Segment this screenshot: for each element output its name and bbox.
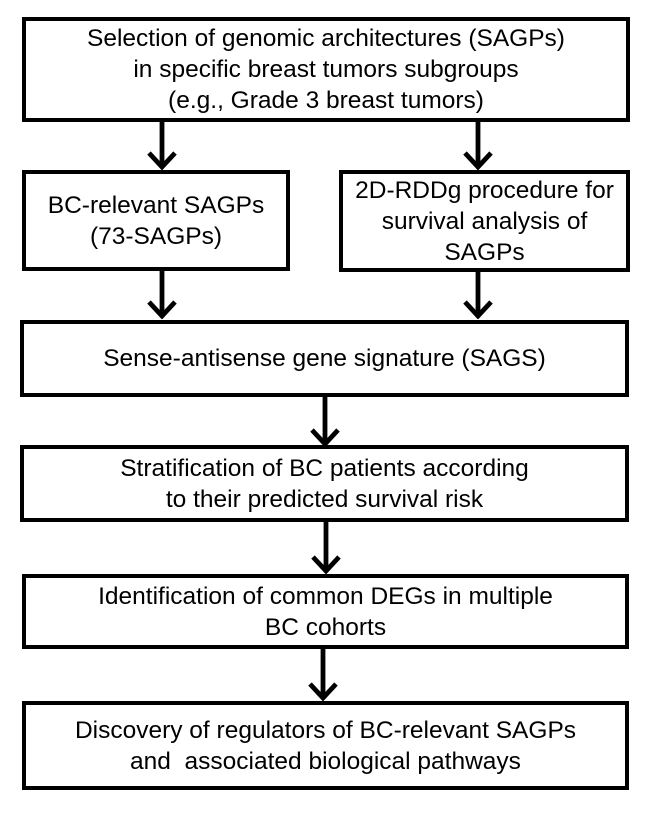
arrow-down-icon bbox=[463, 122, 493, 170]
flow-box-common-degs: Identification of common DEGs in multipl… bbox=[22, 574, 629, 649]
flow-box-sags-signature: Sense-antisense gene signature (SAGS) bbox=[20, 320, 629, 397]
arrow-down-icon bbox=[308, 649, 338, 701]
flow-box-bc-relevant-sagps: BC-relevant SAGPs (73-SAGPs) bbox=[22, 170, 290, 271]
flow-box-selection-sagps: Selection of genomic architectures (SAGP… bbox=[22, 17, 630, 122]
arrow-down-icon bbox=[147, 122, 177, 170]
arrow-down-icon bbox=[463, 272, 493, 319]
flow-box-discovery-regulators: Discovery of regulators of BC-relevant S… bbox=[22, 701, 629, 790]
arrow-down-icon bbox=[147, 271, 177, 319]
flow-box-stratification: Stratification of BC patients according … bbox=[20, 445, 629, 522]
arrow-down-icon bbox=[310, 397, 340, 447]
arrow-down-icon bbox=[311, 522, 341, 574]
flow-box-rddg-procedure: 2D-RDDg procedure for survival analysis … bbox=[339, 170, 630, 272]
